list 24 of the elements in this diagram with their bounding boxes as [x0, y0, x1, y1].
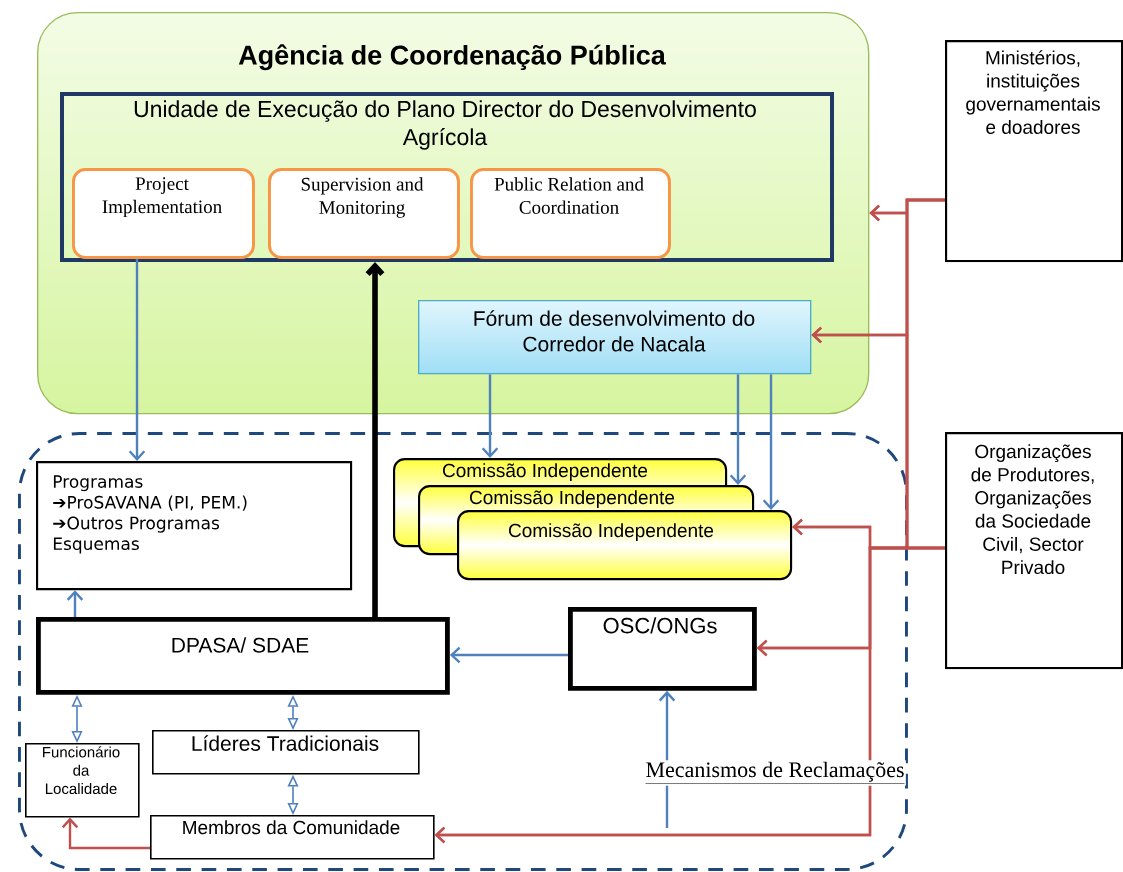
- arrow: [365, 262, 385, 617]
- arrow: [66, 590, 84, 617]
- process-box: Public Relation and Coordination: [470, 168, 671, 259]
- dashed-region: [18, 432, 908, 871]
- process-box: Project Implementation: [72, 168, 255, 259]
- mechanism-label: Mecanismos de Reclamações: [644, 760, 906, 786]
- official-box: Funcionário da Localidade: [25, 743, 140, 818]
- arrow: [729, 374, 747, 485]
- arrow: [449, 646, 568, 664]
- stakeholder-box: Ministérios, instituições governamentais e doadores: [945, 40, 1123, 263]
- arrow: [61, 817, 150, 850]
- arrow: [762, 374, 780, 510]
- arrow: [434, 546, 945, 844]
- forum-box: Fórum de desenvolvimento do Corredor de Nacala: [418, 300, 812, 375]
- program-box: Programas ➔ProSAVANA (PI, PEM.) ➔Outros Programas Esquemas: [36, 461, 353, 591]
- department-box: DPASA/ SDAE: [36, 617, 450, 695]
- organization-box: OSC/ONGs: [568, 607, 757, 691]
- stakeholder-box: Organizações de Produtores, Organizações da Sociedade Civil, Sector Privado: [945, 432, 1123, 670]
- leaders-box: Líderes Tradicionais: [152, 730, 420, 775]
- arrow: [128, 258, 146, 461]
- commission-card: Comissão Independente: [457, 510, 793, 581]
- community-box: Membros da Comunidade: [150, 815, 435, 860]
- arrow: [481, 374, 499, 458]
- process-box: Supervision and Monitoring: [268, 168, 460, 259]
